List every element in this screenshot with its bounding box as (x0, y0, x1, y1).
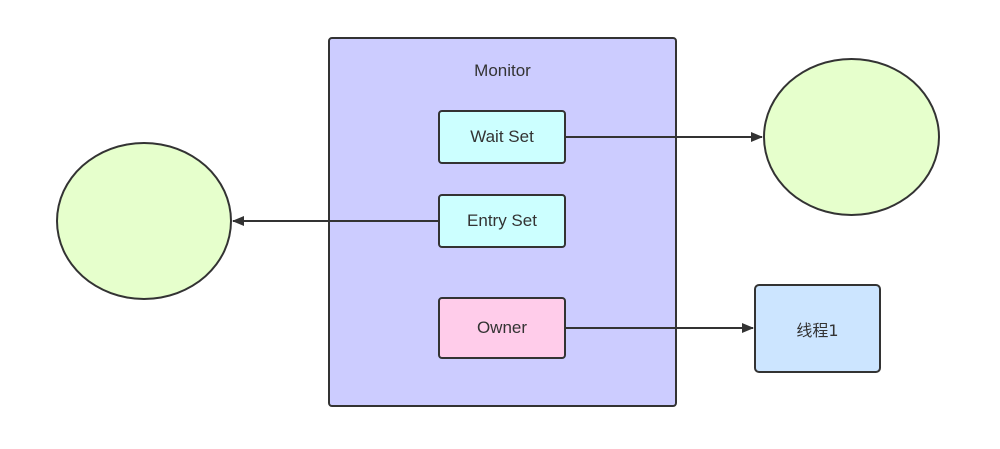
thread-1-node[interactable]: 线程1 (754, 284, 881, 373)
right-oval-node[interactable] (763, 58, 940, 216)
wait-set-node[interactable]: Wait Set (438, 110, 566, 164)
left-oval-node[interactable] (56, 142, 232, 300)
owner-node[interactable]: Owner (438, 297, 566, 359)
entry-set-node[interactable]: Entry Set (438, 194, 566, 248)
monitor-title: Monitor (474, 61, 531, 80)
